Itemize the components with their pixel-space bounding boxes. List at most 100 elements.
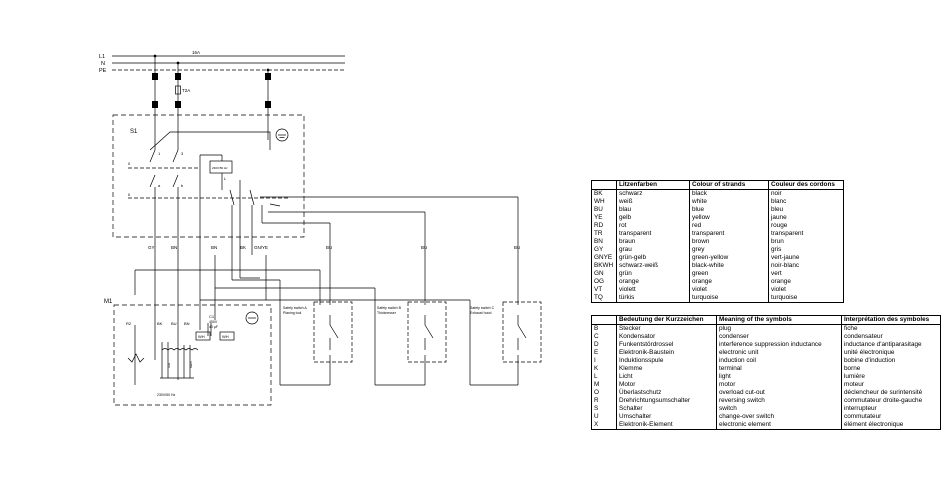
main-fuse-label: 16A	[192, 50, 200, 55]
table-header-cell	[592, 316, 617, 325]
safety-switch-c-sublabel: Exhaust hood	[470, 311, 491, 315]
motor-enclosure	[113, 304, 272, 406]
table-cell: green-yellow	[689, 254, 769, 262]
motor-label: M1	[104, 299, 113, 305]
table-cell: BU	[592, 206, 617, 214]
capacitor-voltage: 450V	[209, 320, 218, 324]
safety-switch-a-sublabel: Planing tool	[283, 311, 302, 315]
fuse-icon	[175, 85, 181, 95]
table-cell: BN	[592, 238, 617, 246]
motor-winding-aux	[161, 348, 181, 351]
table-cell: TQ	[592, 294, 617, 302]
table-cell: violet	[689, 286, 769, 294]
table-cell: brown	[689, 238, 769, 246]
table-cell: S	[592, 405, 617, 413]
table-cell: D	[592, 341, 617, 349]
table-cell: M	[592, 381, 617, 389]
table-cell: Induktionsspule	[616, 357, 717, 365]
table-cell: Motor	[616, 381, 717, 389]
table-cell: bleu	[771, 206, 784, 213]
terminal-ii: II	[128, 192, 130, 197]
table-cell: interference suppression inductance	[716, 341, 842, 349]
motor-winding-main	[179, 348, 199, 351]
switch-label: S1	[130, 129, 138, 135]
table-cell: gris	[771, 246, 782, 253]
table-cell: fiche	[844, 325, 858, 332]
table-cell: O	[592, 389, 617, 397]
safety-switch-a-box	[313, 301, 353, 363]
table-header-row: Litzenfarben Colour of strands Couleur d…	[592, 181, 843, 190]
table-cell: violett	[616, 286, 690, 294]
table-header-cell: Interprétation des symboles	[841, 316, 940, 325]
table-cell: Umschalter	[616, 413, 717, 421]
wiring-schematic: L1 N PE 16A T2A S1 1 3 0 a b II L 230V/5…	[99, 50, 542, 406]
wire-label: BU	[514, 245, 520, 250]
table-cell: blanc	[771, 198, 787, 205]
table-cell: violet	[771, 286, 786, 293]
table-cell: braun	[616, 238, 690, 246]
motor-terminal: BN	[184, 321, 190, 326]
table-cell: VT	[592, 286, 617, 294]
table-cell: Licht	[616, 373, 717, 381]
line-label-pe: PE	[99, 68, 107, 74]
table-cell: black-white	[689, 262, 769, 270]
capacitor-value: 40 µF	[209, 325, 218, 329]
symbols-table: Bedeutung der Kurzzeichen Meaning of the…	[591, 315, 941, 430]
table-cell: switch	[716, 405, 842, 413]
table-header-cell	[592, 181, 617, 190]
table-cell: K	[592, 365, 617, 373]
table-cell: weiß	[616, 198, 690, 206]
wire-label: BU	[326, 245, 332, 250]
table-cell: Überlastschutz	[616, 389, 717, 397]
table-cell: WH	[592, 198, 617, 206]
safety-switch-b-sublabel: Thicknesser	[377, 311, 397, 315]
table-cell: blau	[616, 206, 690, 214]
table-cell: commutateur	[844, 413, 882, 420]
table-cell: interrupteur	[844, 405, 877, 412]
table-header-cell: Litzenfarben	[616, 181, 690, 190]
table-cell: L	[592, 373, 617, 381]
table-header-cell: Bedeutung der Kurzzeichen	[616, 316, 717, 325]
table-cell: noir	[771, 190, 782, 197]
line-label-l1: L1	[99, 54, 105, 60]
terminal-0: 0	[128, 161, 131, 166]
table-cell: condensateur	[844, 333, 883, 340]
table-cell: rot	[616, 222, 690, 230]
table-cell: BKWH	[592, 262, 617, 270]
table-cell: Elektronik-Element	[616, 421, 717, 429]
winding-main-label: Main	[189, 361, 193, 368]
table-cell: X	[592, 421, 617, 429]
contactor-coil	[209, 160, 233, 174]
terminal-3: 3	[181, 151, 184, 156]
table-cell: commutateur droite-gauche	[844, 397, 923, 404]
table-cell: schwarz-weiß	[616, 262, 690, 270]
safety-switch-c-box	[502, 301, 542, 363]
table-cell: Stecker	[616, 324, 717, 333]
wire-label: BU	[421, 245, 427, 250]
table-cell: overload cut-out	[716, 389, 842, 397]
table-cell: Drehrichtungsumschalter	[616, 397, 717, 405]
motor-terminal: R2	[126, 321, 132, 326]
wire-colour-table: Litzenfarben Colour of strands Couleur d…	[591, 180, 844, 303]
table-cell: terminal	[716, 365, 842, 373]
table-cell: orange	[616, 278, 690, 286]
terminal-1: 1	[158, 151, 161, 156]
table-cell: noir-blanc	[771, 262, 800, 269]
table-cell: U	[592, 413, 617, 421]
table-cell: condenser	[716, 333, 842, 341]
table-cell: transparent	[689, 230, 769, 238]
